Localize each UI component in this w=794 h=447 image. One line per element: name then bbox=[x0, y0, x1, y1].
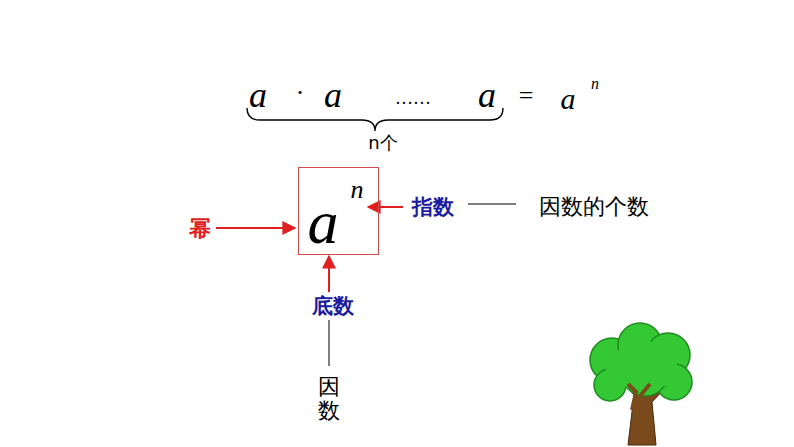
formula-factor: a bbox=[478, 77, 496, 113]
count-note: n个 bbox=[368, 134, 397, 152]
multiply-dot: · bbox=[296, 80, 305, 106]
ellipsis: …… bbox=[395, 89, 431, 107]
pointer-arrow bbox=[368, 206, 403, 208]
power-base: a bbox=[561, 84, 576, 114]
underbrace bbox=[247, 108, 503, 131]
pointer-arrow bbox=[328, 256, 330, 292]
power-exponent: n bbox=[591, 76, 599, 92]
exponent-meaning: 因数的个数 bbox=[539, 196, 649, 218]
power-box: an bbox=[298, 167, 379, 255]
base-label: 底数 bbox=[312, 296, 354, 317]
equals-sign: = bbox=[519, 83, 534, 109]
formula-factor: a bbox=[249, 77, 267, 113]
tree-picture bbox=[590, 323, 692, 445]
base-meaning: 因数 bbox=[318, 375, 340, 423]
pointer-arrow bbox=[216, 227, 295, 229]
power-label: 幂 bbox=[189, 218, 211, 240]
power-base: a bbox=[308, 191, 339, 253]
leader-line bbox=[329, 320, 330, 366]
power-exponent: n bbox=[351, 177, 364, 203]
leader-line bbox=[468, 204, 516, 205]
exponent-label: 指数 bbox=[412, 197, 454, 218]
formula-factor: a bbox=[324, 77, 342, 113]
